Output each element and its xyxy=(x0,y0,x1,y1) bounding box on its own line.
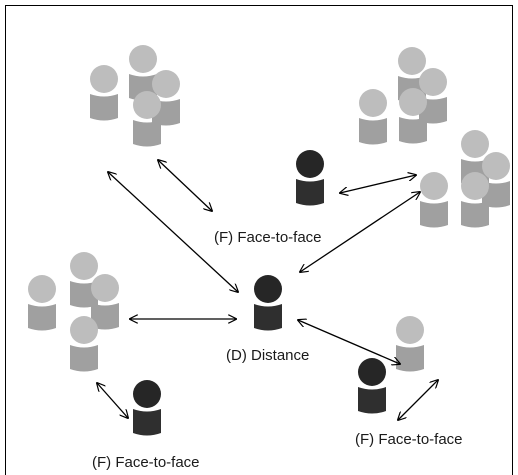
group-top-left xyxy=(90,45,180,147)
person-icon xyxy=(396,316,424,372)
arrow-icon xyxy=(158,160,212,211)
label-face-to-face-bottom-left: (F) Face-to-face xyxy=(92,454,200,471)
person-icon xyxy=(90,65,118,121)
arrow-icon xyxy=(298,320,400,364)
group-top-right xyxy=(359,47,447,145)
arrow-icon xyxy=(97,383,128,418)
diagram-frame xyxy=(5,5,513,475)
person-icon xyxy=(420,172,448,228)
group-left xyxy=(28,252,119,372)
person-icon xyxy=(358,358,386,414)
person-icon xyxy=(133,380,161,436)
person-icon xyxy=(28,275,56,331)
person-icon xyxy=(70,316,98,372)
arrow-icon xyxy=(398,380,438,420)
label-face-to-face-top: (F) Face-to-face xyxy=(214,229,322,246)
group-right xyxy=(420,130,510,228)
label-face-to-face-bottom-right: (F) Face-to-face xyxy=(355,431,463,448)
label-distance: (D) Distance xyxy=(226,347,310,364)
arrow-icon xyxy=(108,172,238,292)
person-icon xyxy=(296,150,324,206)
arrows xyxy=(97,160,438,420)
person-icon xyxy=(359,89,387,145)
arrow-icon xyxy=(340,175,416,193)
distance-learner-icon xyxy=(254,275,282,331)
arrow-icon xyxy=(300,192,420,272)
